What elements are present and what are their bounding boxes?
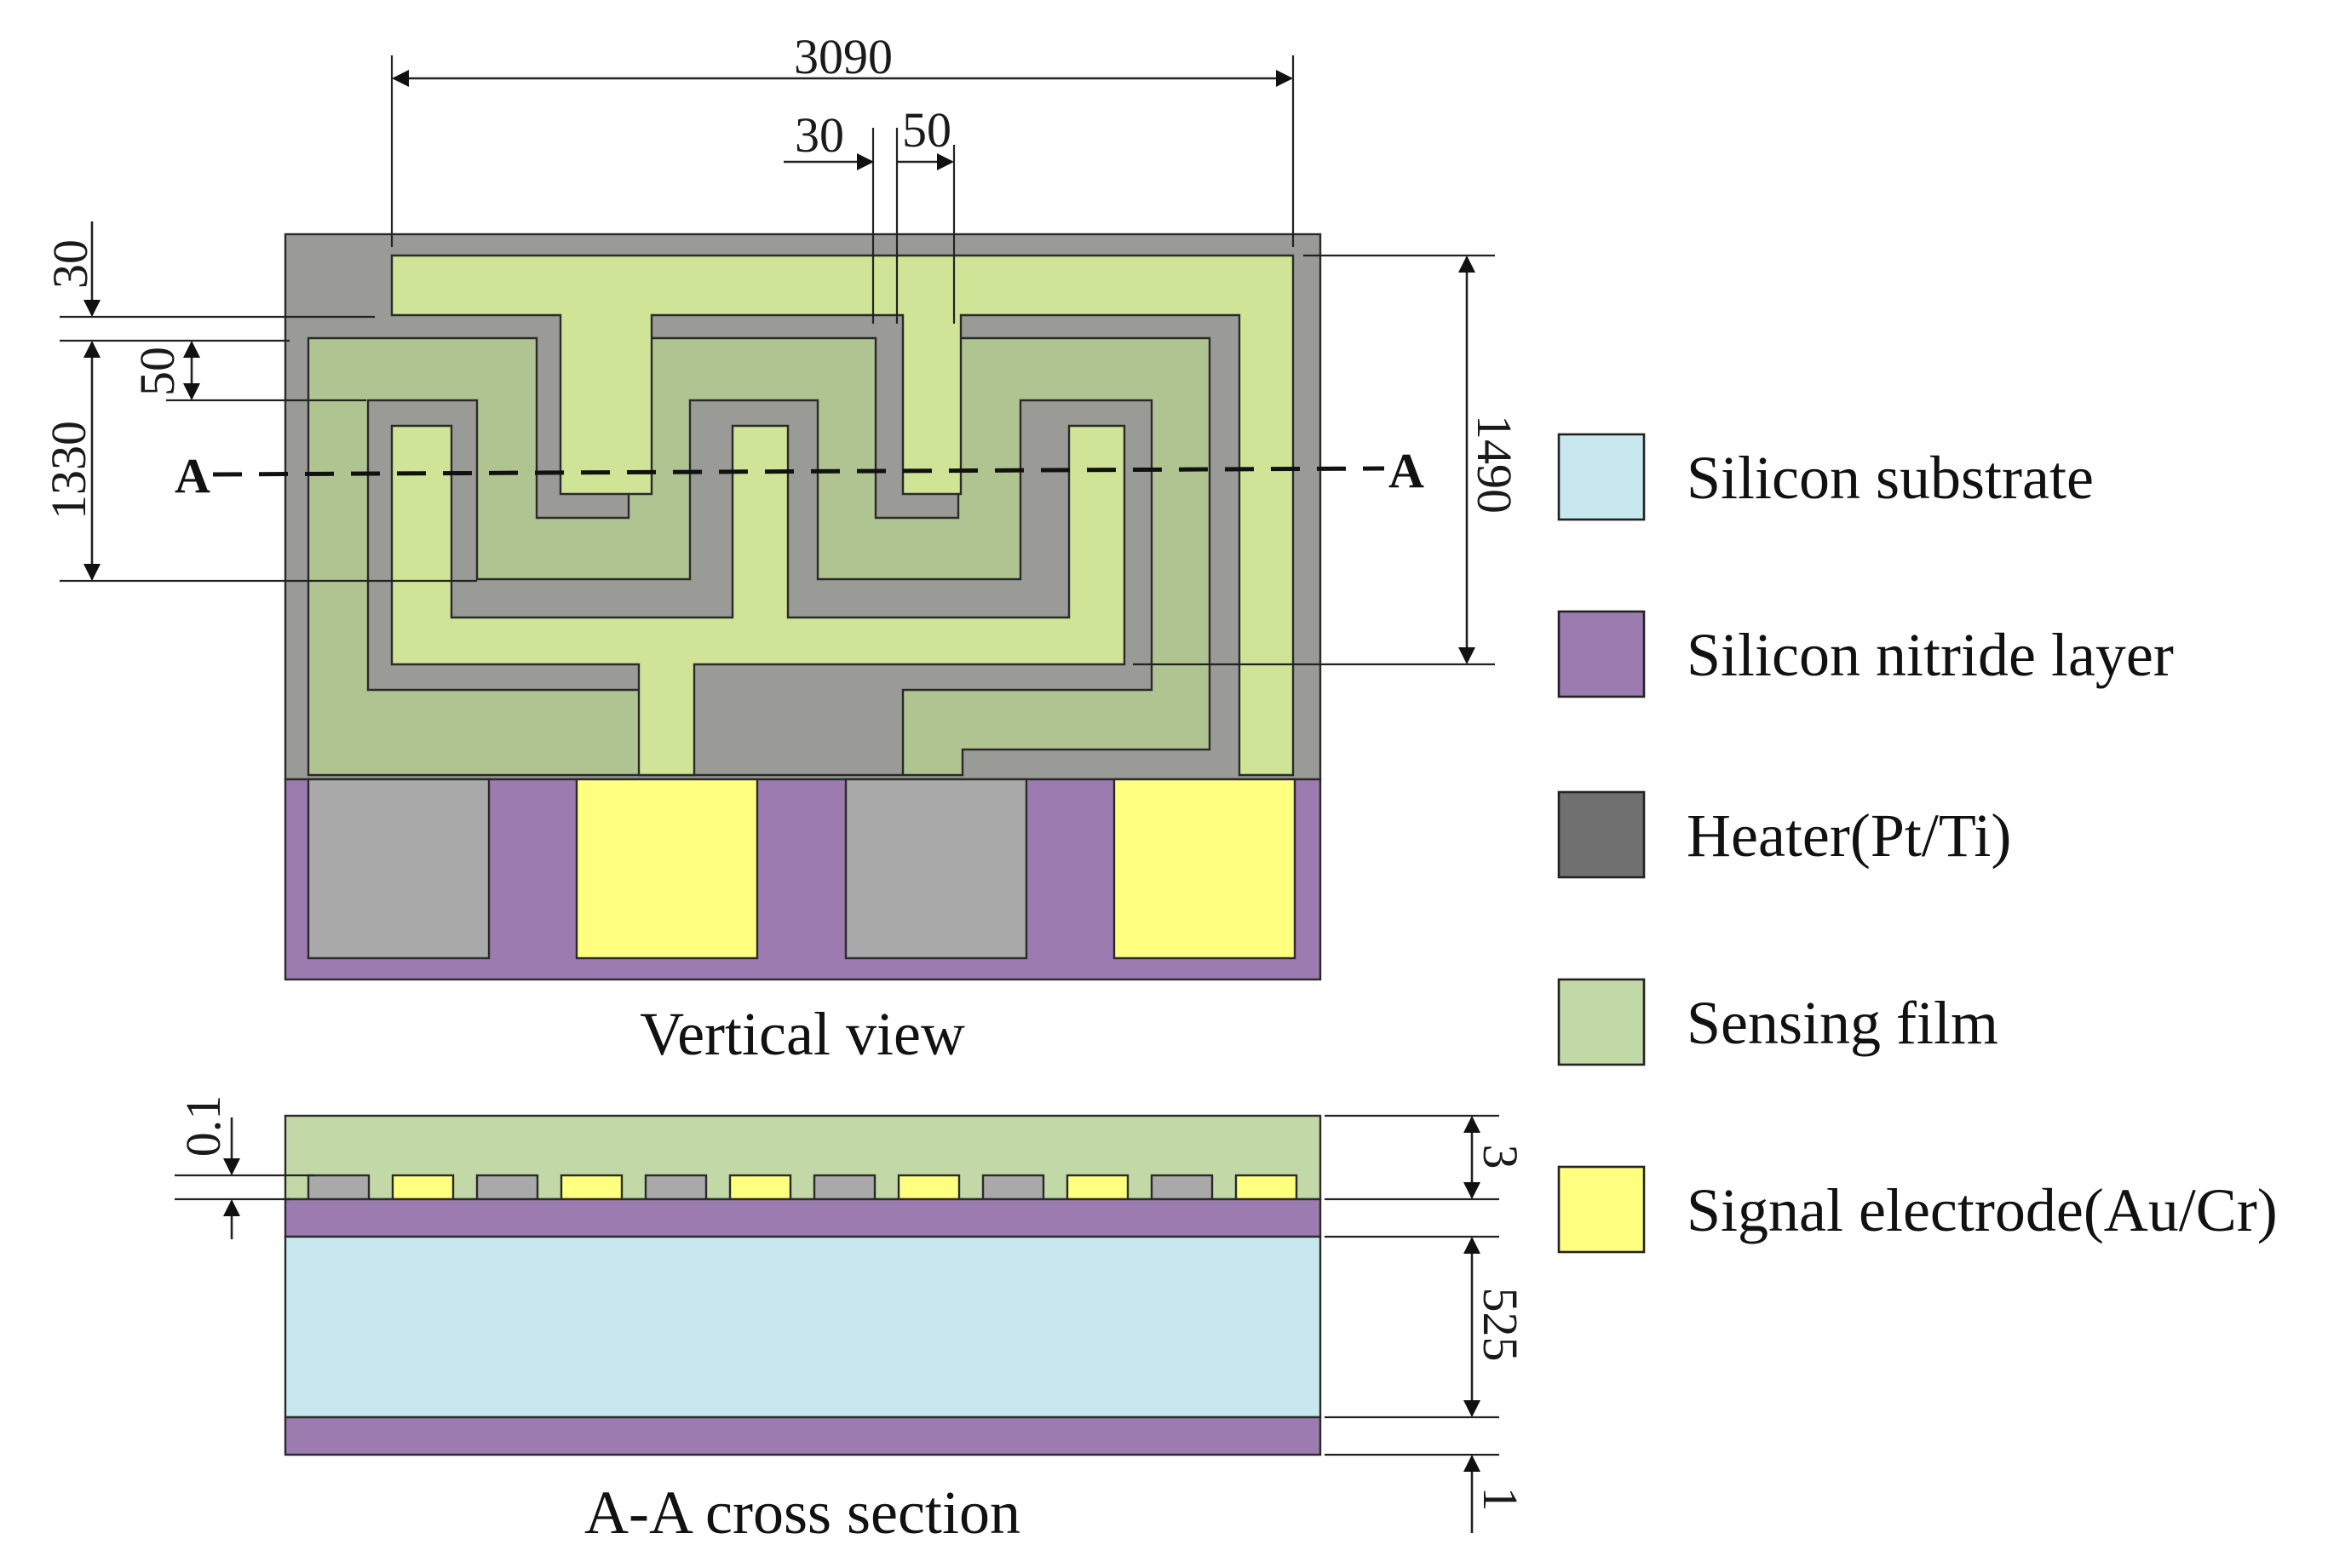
pad-1 [307,778,491,960]
xs-electrode [644,1174,708,1201]
xs-electrode [1150,1174,1214,1201]
section-line [212,466,1385,477]
section-mark-left: A [175,448,210,503]
pad-2 [575,778,759,960]
dim-left-50: 50 [129,347,185,396]
vertical-view-caption: Vertical view [640,1000,965,1068]
cross-section-caption: A-A cross section [584,1479,1020,1547]
xs-nitride-top [284,1198,1322,1238]
legend-swatch [1557,790,1646,879]
dim-right-1490: 1490 [1467,415,1522,514]
xs-electrode [813,1174,877,1201]
xs-electrodes [307,1174,1298,1201]
xs-electrode [897,1174,961,1201]
legend-swatch [1557,610,1646,698]
section-mark-right: A [1388,443,1424,498]
cross-section: 0.1 3 525 1 A-A cross section [175,1095,1528,1547]
signal-electrode-fingers [390,424,1126,777]
xs-nitride-bottom [284,1416,1322,1456]
legend-label: Silicon nitride layer [1687,621,2174,689]
pad-3 [844,778,1028,960]
xs-electrode [475,1174,539,1201]
legend-swatch [1557,978,1646,1066]
xs-electrode [981,1174,1045,1201]
pad-4 [1112,778,1296,960]
xs-electrode [307,1174,371,1201]
legend-swatch [1557,1165,1646,1254]
signal-electrode-comb [390,254,1295,777]
legend-label: Silicon substrate [1687,444,2094,512]
dim-left-1330: 1330 [41,421,96,520]
xs-electrode [1066,1174,1130,1201]
dim-left-30: 30 [43,239,98,289]
dim-xs-525: 525 [1473,1288,1528,1362]
xs-electrode [1234,1174,1298,1201]
dim-xs-1: 1 [1473,1487,1528,1512]
dim-gap-50: 50 [902,102,951,158]
legend-label: Sensing film [1687,989,1998,1057]
legend-label: Heater(Pt/Ti) [1687,801,2011,870]
xs-electrode [560,1174,624,1201]
dim-xs-0-1: 0.1 [175,1095,231,1157]
legend-label: Signal electrode(Au/Cr) [1687,1176,2278,1244]
xs-substrate [284,1235,1322,1419]
dim-xs-3: 3 [1473,1145,1528,1169]
heater-region [284,233,1322,781]
dim-gap-30: 30 [795,107,844,163]
legend-swatch [1557,433,1646,521]
vertical-view: A A 3090 30 50 30 50 1330 1490 Vertical … [41,29,1522,1068]
xs-electrode [391,1174,455,1201]
xs-electrode [728,1174,792,1201]
xs-sensing-film [284,1114,1322,1201]
dim-top-width: 3090 [794,29,893,84]
